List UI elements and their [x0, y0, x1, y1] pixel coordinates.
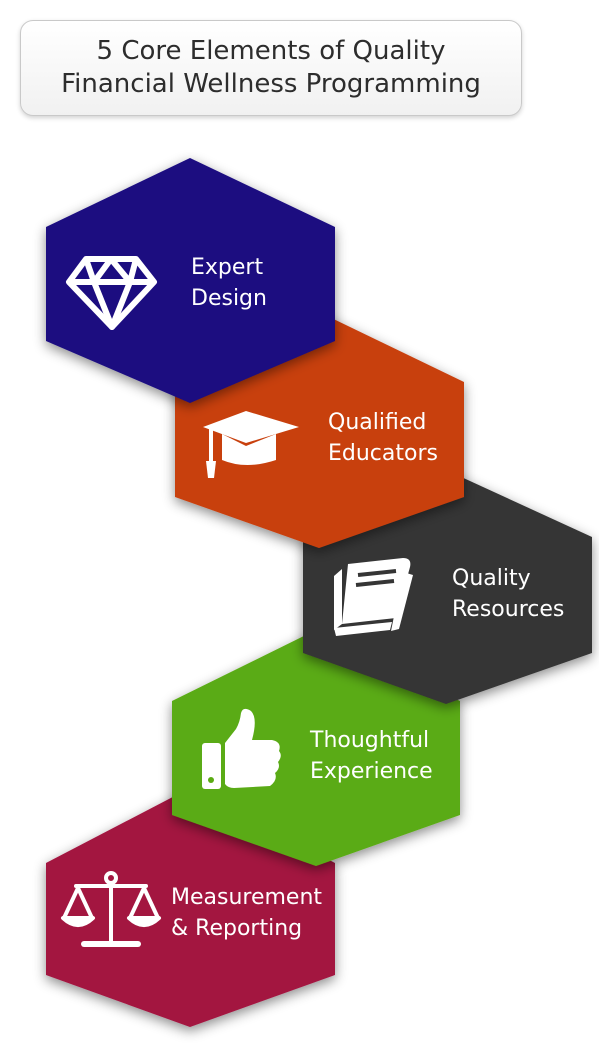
label-quality-resources: Quality Resources [452, 563, 564, 625]
label-expert-design: Expert Design [191, 252, 267, 314]
hexagon-thoughtful-experience [172, 630, 460, 866]
scales-icon [61, 871, 161, 947]
hexagon-quality-resources [303, 470, 592, 704]
label-thoughtful-experience-line-1: Thoughtful [310, 728, 430, 753]
label-quality-resources-line-1: Quality [452, 566, 531, 591]
thumbs-up-icon [202, 708, 281, 789]
hexagon-measurement-reporting [46, 788, 335, 1027]
label-quality-resources-line-2: Resources [452, 597, 565, 622]
hexagon-expert-design [46, 158, 335, 403]
label-qualified-educators-line-1: Qualified [328, 410, 427, 435]
label-expert-design-line-1: Expert [191, 255, 264, 280]
diamond-icon [66, 256, 157, 330]
graduation-cap-icon [203, 411, 299, 478]
title-line-1: 5 Core Elements of Quality [96, 36, 446, 66]
label-expert-design-line-2: Design [191, 286, 267, 311]
book-icon [334, 558, 413, 636]
label-qualified-educators-line-2: Educators [328, 441, 438, 466]
label-thoughtful-experience: Thoughtful Experience [310, 725, 433, 787]
label-measurement-reporting-line-1: Measurement [171, 885, 323, 910]
label-qualified-educators: Qualified Educators [328, 407, 438, 469]
label-thoughtful-experience-line-2: Experience [310, 759, 433, 784]
title-box: 5 Core Elements of Quality Financial Wel… [20, 20, 522, 116]
title-line-2: Financial Wellness Programming [61, 69, 481, 99]
label-measurement-reporting-line-2: & Reporting [171, 916, 303, 941]
label-measurement-reporting: Measurement & Reporting [171, 882, 322, 944]
